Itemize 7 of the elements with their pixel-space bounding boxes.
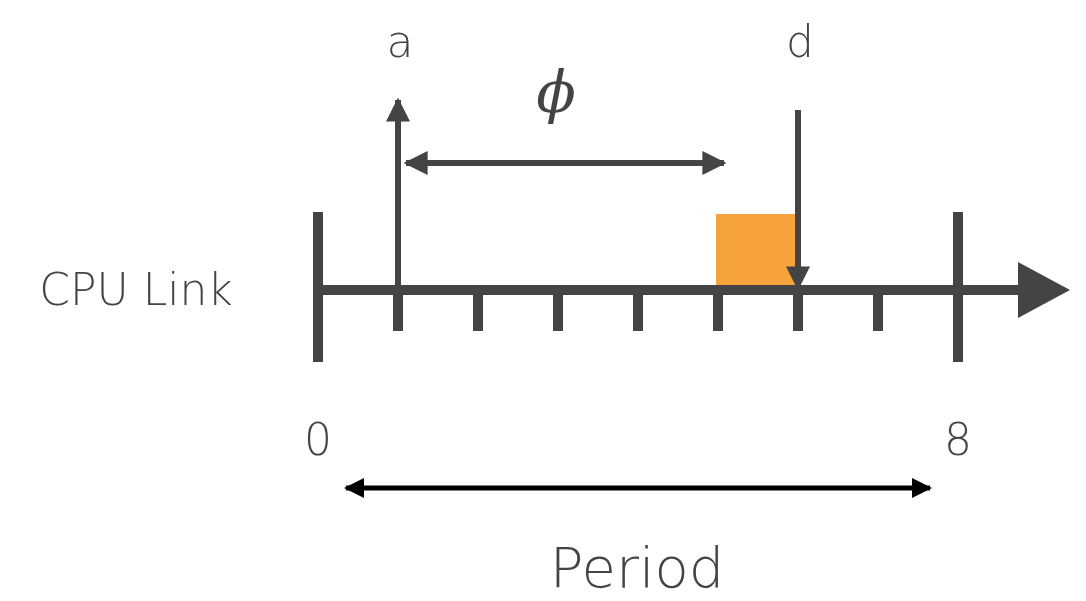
tick-label: 0 [304, 418, 332, 462]
event-label: d [786, 20, 814, 64]
axis-label: CPU Link [39, 268, 233, 312]
task-block [716, 214, 798, 285]
axis-label: Period [549, 540, 725, 596]
tick-label: 8 [944, 418, 972, 462]
event-label: a [386, 20, 414, 64]
